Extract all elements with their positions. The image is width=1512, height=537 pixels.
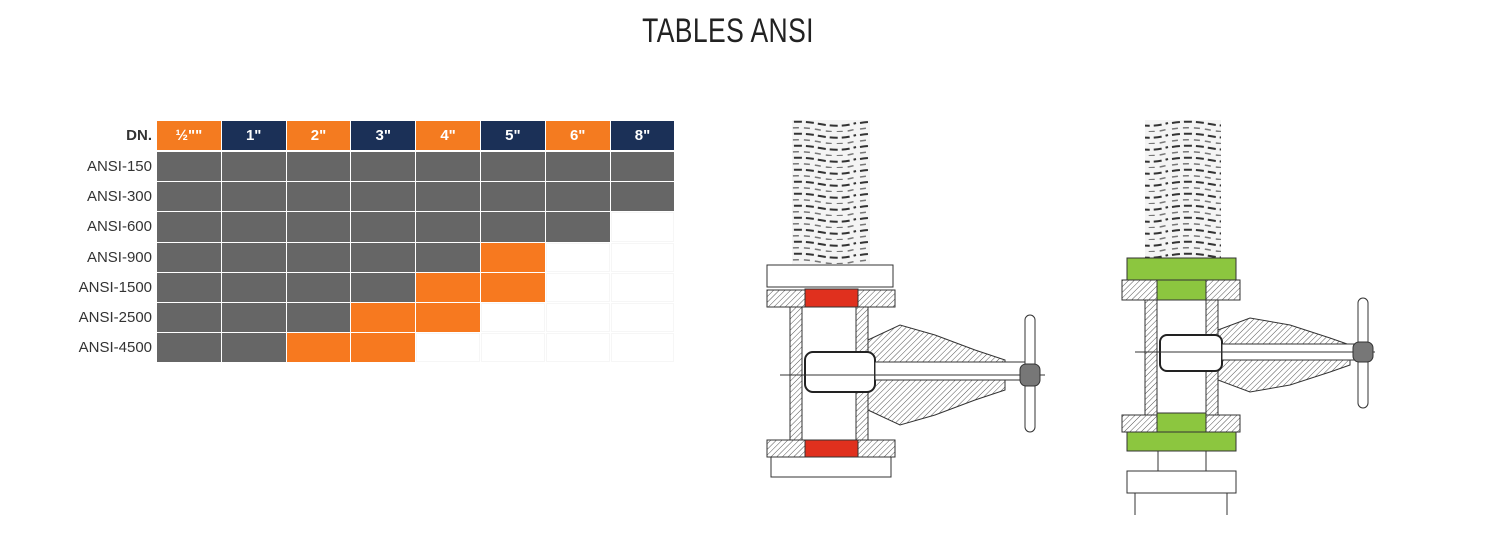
table-cell-available xyxy=(481,212,545,242)
table-cell-available xyxy=(351,152,416,182)
valve-diagram-green-gaskets xyxy=(1121,120,1375,515)
table-cell-special xyxy=(416,303,480,333)
table-cell-available xyxy=(221,152,286,182)
column-header: 4" xyxy=(416,121,480,150)
table-cell-special xyxy=(351,333,416,363)
table-cell-available xyxy=(157,272,221,302)
table-cell-available xyxy=(286,212,351,242)
table-cell-available xyxy=(351,242,416,272)
table-cell-available xyxy=(221,272,286,302)
table-cell-unavailable xyxy=(610,333,675,363)
table-cell-available xyxy=(545,182,610,212)
table-cell-available xyxy=(157,303,221,333)
table-cell-available xyxy=(416,242,480,272)
table-cell-unavailable xyxy=(545,272,610,302)
table-cell-available xyxy=(221,182,286,212)
table-cell-available xyxy=(481,152,545,182)
row-label: ANSI-900 xyxy=(86,248,152,266)
spring-coil xyxy=(792,120,870,264)
row-label: ANSI-150 xyxy=(86,158,152,176)
column-header: 8" xyxy=(610,121,675,150)
table-cell-available xyxy=(545,212,610,242)
table-cell-available xyxy=(351,212,416,242)
table-cell-unavailable xyxy=(610,303,675,333)
row-label: ANSI-4500 xyxy=(78,339,152,357)
row-label: ANSI-1500 xyxy=(78,278,152,296)
table-cell-available xyxy=(286,242,351,272)
table-cell-available xyxy=(545,152,610,182)
column-header: 2" xyxy=(286,121,351,150)
table-cell-special xyxy=(286,333,351,363)
table-cell-available xyxy=(157,242,221,272)
table-cell-available xyxy=(286,152,351,182)
table-cell-available xyxy=(416,212,480,242)
table-cell-unavailable xyxy=(610,272,675,302)
table-cell-available xyxy=(351,182,416,212)
row-label: ANSI-600 xyxy=(86,218,152,236)
table-cell-special xyxy=(481,272,545,302)
table-cell-unavailable xyxy=(545,303,610,333)
table-cell-available xyxy=(416,182,480,212)
table-cell-unavailable xyxy=(416,333,480,363)
gasket-bottom xyxy=(1156,412,1207,433)
table-cell-available xyxy=(157,333,221,363)
table-cell-unavailable xyxy=(610,242,675,272)
spring-coil xyxy=(1145,120,1221,258)
corner-label: DN. xyxy=(126,127,152,144)
table-cell-unavailable xyxy=(481,303,545,333)
column-header: 5" xyxy=(481,121,545,150)
table-cell-special xyxy=(416,272,480,302)
table-cell-available xyxy=(351,272,416,302)
table-cell-available xyxy=(221,303,286,333)
table-cell-unavailable xyxy=(481,333,545,363)
table-cell-unavailable xyxy=(610,212,675,242)
table-cell-available xyxy=(221,333,286,363)
column-header: 3" xyxy=(351,121,416,150)
table-cell-available xyxy=(481,182,545,212)
column-header: 6" xyxy=(545,121,610,150)
gasket-top xyxy=(804,288,859,308)
table-cell-unavailable xyxy=(545,333,610,363)
column-header: ½"" xyxy=(157,121,221,150)
table-cell-available xyxy=(416,152,480,182)
row-label: ANSI-300 xyxy=(86,188,152,206)
table-cell-available xyxy=(221,242,286,272)
table-cell-available xyxy=(157,182,221,212)
table-cell-unavailable xyxy=(545,242,610,272)
table-cell-special xyxy=(481,242,545,272)
table-cell-special xyxy=(351,303,416,333)
row-label: ANSI-2500 xyxy=(78,309,152,327)
table-cell-available xyxy=(610,182,675,212)
table-cell-available xyxy=(221,212,286,242)
valve-diagram-red-gaskets xyxy=(766,120,1045,478)
table-cell-available xyxy=(157,152,221,182)
gasket-bottom xyxy=(804,439,859,458)
gasket-top xyxy=(1156,279,1207,301)
table-cell-available xyxy=(610,152,675,182)
table-cell-available xyxy=(286,272,351,302)
column-header: 1" xyxy=(221,121,286,150)
table-cell-available xyxy=(157,212,221,242)
page-title: TABLES ANSI xyxy=(642,12,814,50)
table-cell-available xyxy=(286,303,351,333)
table-cell-available xyxy=(286,182,351,212)
